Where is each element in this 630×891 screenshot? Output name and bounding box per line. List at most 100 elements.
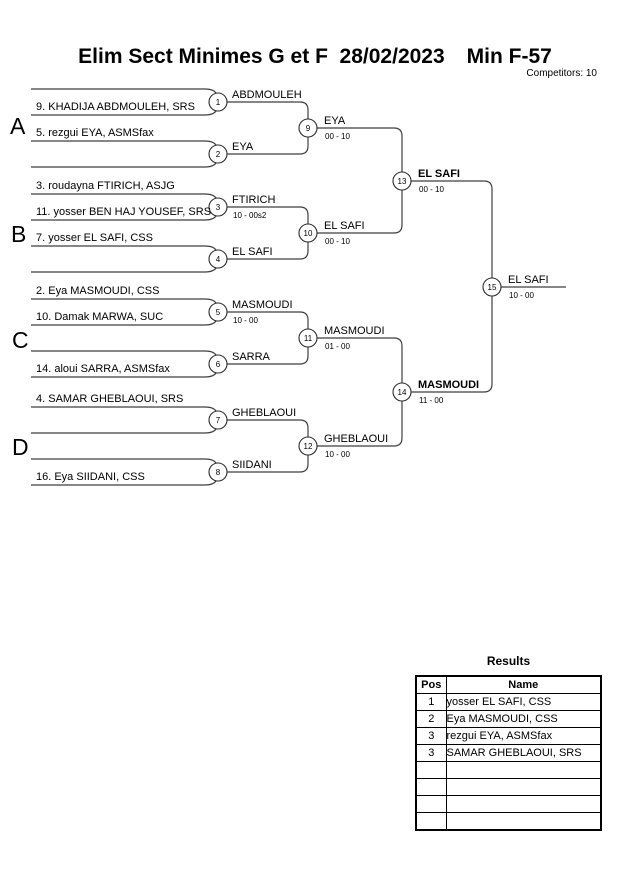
match-12-score: 10 - 00: [325, 450, 350, 459]
page-header: Elim Sect Minimes G et F 28/02/2023 Min …: [0, 45, 630, 69]
match-number: 3: [216, 203, 221, 212]
results-panel: Results Pos Name 1 yosser EL SAFI, CSS 2…: [415, 654, 602, 831]
player-name: 4. SAMAR GHEBLAOUI, SRS: [36, 393, 184, 405]
player-name: 9. KHADIJA ABDMOULEH, SRS: [36, 101, 195, 113]
result-name: rezgui EYA, ASMSfax: [445, 727, 602, 745]
match-11-score: 01 - 00: [325, 342, 350, 351]
match-number: 11: [304, 334, 313, 343]
match-number: 7: [216, 416, 221, 425]
match-6-winner: SARRA: [232, 351, 270, 363]
match-7-winner: GHEBLAOUI: [232, 407, 297, 419]
table-row: [415, 761, 602, 779]
match-15-score: 10 - 00: [509, 291, 534, 300]
match-number: 6: [216, 360, 221, 369]
match-3-score: 10 - 00s2: [233, 211, 267, 220]
result-name: Eya MASMOUDI, CSS: [445, 710, 602, 728]
bracket-lines: [31, 88, 566, 486]
table-row: [415, 778, 602, 796]
result-pos: [415, 761, 447, 779]
match-node-6: [208, 354, 228, 374]
match-2-winner: EYA: [232, 141, 254, 153]
match-10-score: 00 - 10: [325, 237, 350, 246]
bracket-diagram: 1 2 3 4 5 6 7 8 9 10 11 12 13 14 15: [31, 88, 566, 486]
section-label-d: D: [12, 434, 29, 460]
result-name: [445, 812, 602, 831]
player-name: 7. yosser EL SAFI, CSS: [36, 232, 153, 244]
match-node-12: [298, 436, 318, 456]
match-number: 10: [304, 229, 313, 238]
section-label-a: A: [10, 113, 26, 139]
table-row: [415, 812, 602, 831]
player-name: 5. rezgui EYA, ASMSfax: [36, 127, 154, 139]
table-row: 1 yosser EL SAFI, CSS: [415, 693, 602, 711]
match-5-score: 10 - 00: [233, 316, 258, 325]
result-pos: 1: [415, 693, 447, 711]
result-pos: 2: [415, 710, 447, 728]
match-14-winner: MASMOUDI: [418, 379, 480, 391]
result-name: [445, 761, 602, 779]
match-number: 14: [398, 388, 407, 397]
result-pos: 3: [415, 744, 447, 762]
section-label-c: C: [12, 327, 29, 353]
match-12-winner: GHEBLAOUI: [324, 433, 389, 445]
page-title: Elim Sect Minimes G et F 28/02/2023: [78, 45, 445, 68]
match-node-5: [208, 302, 228, 322]
result-name: [445, 778, 602, 796]
player-name: 16. Eya SIIDANI, CSS: [36, 471, 145, 483]
category-title: Min F-57: [466, 45, 552, 68]
player-name: 10. Damak MARWA, SUC: [36, 311, 164, 323]
match-node-11: [298, 328, 318, 348]
match-node-3: [208, 197, 228, 217]
result-pos: [415, 812, 447, 831]
match-4-winner: EL SAFI: [232, 246, 273, 258]
section-label-b: B: [11, 221, 27, 247]
match-10-winner: EL SAFI: [324, 220, 365, 232]
match-14-score: 11 - 00: [419, 396, 444, 405]
player-name: 14. aloui SARRA, ASMSfax: [36, 363, 170, 375]
match-number: 12: [304, 442, 313, 451]
match-number: 5: [216, 308, 221, 317]
result-name: SAMAR GHEBLAOUI, SRS: [445, 744, 602, 762]
result-pos: 3: [415, 727, 447, 745]
match-13-winner: EL SAFI: [418, 168, 460, 180]
match-node-4: [208, 249, 228, 269]
match-1-winner: ABDMOULEH: [232, 89, 302, 101]
match-numbers: 1 2 3 4 5 6 7 8 9 10 11 12 13 14 15: [216, 98, 497, 477]
result-pos: [415, 778, 447, 796]
match-8-winner: SIIDANI: [232, 459, 272, 471]
match-node-13: [392, 171, 412, 191]
match-node-10: [298, 223, 318, 243]
result-name: [445, 795, 602, 813]
table-row: 3 rezgui EYA, ASMSfax: [415, 727, 602, 745]
competitors-count: Competitors: 10: [526, 68, 597, 79]
result-name: yosser EL SAFI, CSS: [445, 693, 602, 711]
player-name: 11. yosser BEN HAJ YOUSEF, SRS: [36, 206, 212, 218]
match-number: 9: [306, 124, 311, 133]
match-nodes: [208, 92, 502, 482]
match-number: 13: [398, 177, 407, 186]
match-node-9: [298, 118, 318, 138]
table-row: [415, 795, 602, 813]
match-number: 4: [216, 255, 221, 264]
results-table: Pos Name 1 yosser EL SAFI, CSS 2 Eya MAS…: [415, 675, 602, 831]
player-name: 2. Eya MASMOUDI, CSS: [36, 285, 160, 297]
match-node-15: [482, 277, 502, 297]
match-node-8: [208, 462, 228, 482]
results-header-row: Pos Name: [415, 675, 602, 694]
match-15-winner: EL SAFI: [508, 274, 549, 286]
match-node-7: [208, 410, 228, 430]
table-row: 2 Eya MASMOUDI, CSS: [415, 710, 602, 728]
match-node-14: [392, 382, 412, 402]
results-col-name: Name: [445, 675, 602, 694]
match-number: 1: [216, 98, 221, 107]
match-5-winner: MASMOUDI: [232, 299, 293, 311]
results-col-pos: Pos: [415, 675, 447, 694]
table-row: 3 SAMAR GHEBLAOUI, SRS: [415, 744, 602, 762]
match-13-score: 00 - 10: [419, 185, 444, 194]
player-name: 3. roudayna FTIRICH, ASJG: [36, 180, 175, 192]
match-3-winner: FTIRICH: [232, 194, 276, 206]
results-heading: Results: [486, 654, 531, 668]
result-pos: [415, 795, 447, 813]
match-9-winner: EYA: [324, 115, 346, 127]
